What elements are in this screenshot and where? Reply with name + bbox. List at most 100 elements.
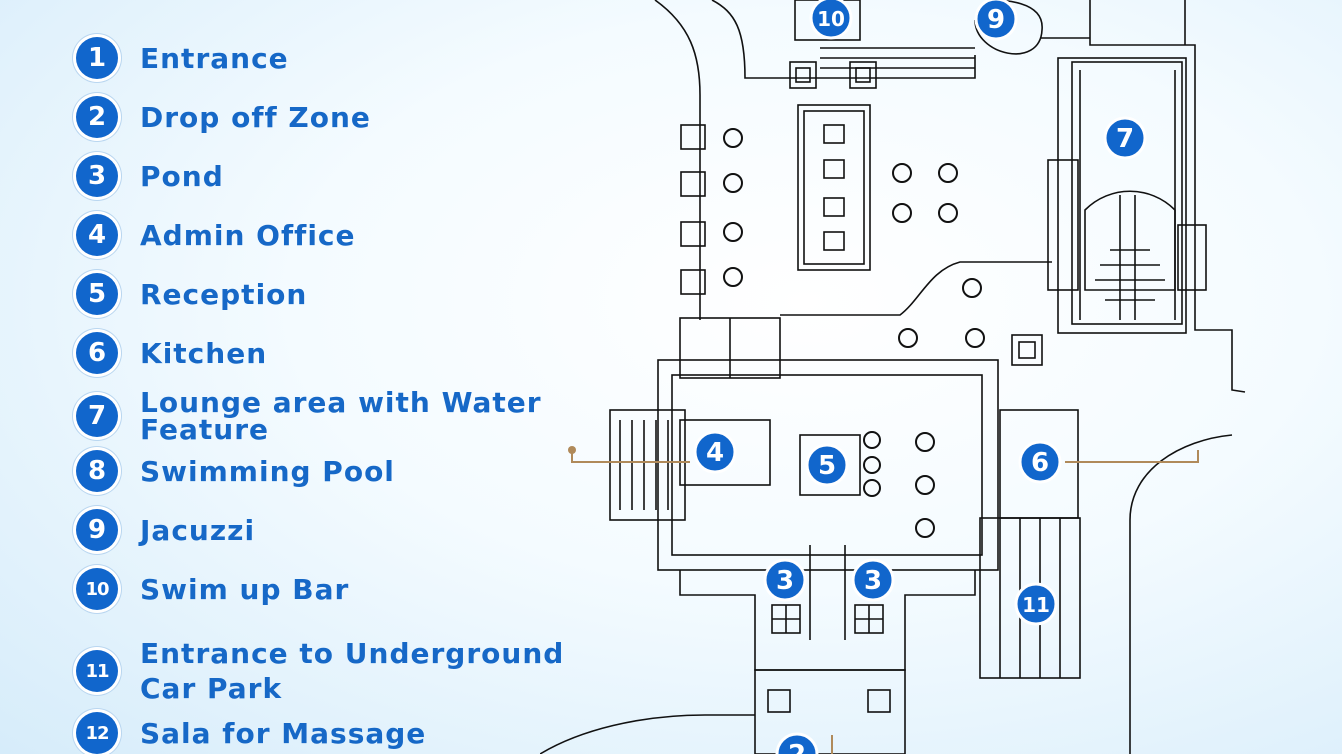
legend-label: Kitchen	[140, 336, 268, 370]
table-seat	[823, 124, 845, 144]
legend-item-entrance[interactable]: 1 Entrance	[76, 37, 289, 79]
plan-lines	[809, 545, 846, 640]
main-building	[657, 359, 999, 571]
plan-lines	[772, 605, 883, 633]
table-seat	[823, 231, 845, 251]
plan-outline	[540, 714, 755, 754]
legend-badge: 9	[76, 509, 118, 551]
legend-item-car-park[interactable]: 11 Entrance to Underground Car Park	[76, 636, 600, 706]
legend-badge: 5	[76, 273, 118, 315]
legend-label: Drop off Zone	[140, 100, 371, 134]
marker-pond-left[interactable]: 3	[763, 558, 807, 602]
main-building-inner	[671, 374, 983, 556]
marker-kitchen[interactable]: 6	[1018, 440, 1062, 484]
svg-text:7: 7	[1116, 124, 1134, 154]
drop-off-zone	[754, 669, 906, 754]
admin-office	[679, 419, 771, 486]
legend-badge: 10	[76, 568, 118, 610]
plan-outline	[679, 570, 976, 671]
legend-badge: 11	[76, 650, 118, 692]
plan-block	[855, 67, 871, 83]
svg-text:10: 10	[817, 7, 845, 31]
legend-item-lounge[interactable]: 7 Lounge area with Water Feature	[76, 386, 580, 446]
plan-block	[680, 171, 706, 197]
legend-item-swimming-pool[interactable]: 8 Swimming Pool	[76, 450, 395, 492]
floor-plan: 10 9 7 4 5 6 3 3	[540, 0, 1246, 754]
svg-text:11: 11	[1022, 593, 1050, 617]
plan-block	[1018, 341, 1036, 359]
water-feature-steps	[1095, 249, 1165, 301]
plan-block	[1177, 224, 1207, 291]
legend-badge: 8	[76, 450, 118, 492]
leader-lines	[571, 450, 1199, 754]
legend-item-sala-massage[interactable]: 12 Sala for Massage	[76, 712, 426, 754]
legend-item-pond[interactable]: 3 Pond	[76, 155, 224, 197]
plan-lines	[1079, 70, 1176, 320]
legend-item-admin-office[interactable]: 4 Admin Office	[76, 214, 356, 256]
svg-text:4: 4	[706, 438, 724, 468]
svg-text:3: 3	[776, 566, 794, 596]
marker-reception[interactable]: 5	[805, 443, 849, 487]
legend-badge: 12	[76, 712, 118, 754]
marker-jacuzzi[interactable]: 9	[974, 0, 1018, 41]
svg-text:6: 6	[1031, 448, 1049, 478]
central-table	[797, 104, 871, 271]
plan-block	[849, 61, 877, 89]
marker-lounge[interactable]: 7	[1103, 116, 1147, 160]
plan-outline	[1129, 434, 1233, 754]
plan-outline	[711, 0, 976, 79]
marker-car-park[interactable]: 11	[1014, 582, 1058, 626]
plan-lines	[820, 47, 975, 69]
legend-badge: 7	[76, 395, 118, 437]
marker-swim-up-bar[interactable]: 10	[809, 0, 853, 40]
plan-block	[680, 269, 706, 295]
jacuzzi-outline	[974, 0, 1043, 55]
legend-label: Swim up Bar	[140, 572, 350, 606]
legend-badge: 2	[76, 96, 118, 138]
svg-text:2: 2	[788, 740, 806, 754]
marker-drop-off[interactable]: 2	[775, 732, 819, 754]
svg-text:3: 3	[864, 566, 882, 596]
legend-label: Admin Office	[140, 218, 356, 252]
legend-item-reception[interactable]: 5 Reception	[76, 273, 307, 315]
legend-item-kitchen[interactable]: 6 Kitchen	[76, 332, 267, 374]
plan-block	[789, 61, 817, 89]
legend-panel: 1 Entrance 2 Drop off Zone 3 Pond 4 Admi…	[0, 0, 600, 754]
legend-badge: 4	[76, 214, 118, 256]
leader-dot	[568, 446, 576, 454]
plan-block	[767, 689, 791, 713]
entrance-steps-lines	[619, 420, 669, 510]
legend-label: Pond	[140, 159, 224, 193]
plan-outline	[654, 0, 701, 320]
plan-block	[680, 124, 706, 150]
legend-label: Jacuzzi	[140, 513, 256, 547]
legend-item-swim-up-bar[interactable]: 10 Swim up Bar	[76, 568, 349, 610]
lounge-inner	[1071, 61, 1183, 325]
legend-badge: 6	[76, 332, 118, 374]
dining-tables	[723, 128, 985, 538]
marker-admin-office[interactable]: 4	[693, 430, 737, 474]
plan-block	[867, 689, 891, 713]
entrance-steps	[609, 409, 686, 521]
legend-item-jacuzzi[interactable]: 9 Jacuzzi	[76, 509, 255, 551]
plan-outline	[1089, 0, 1246, 393]
lounge-area	[1057, 57, 1187, 334]
table-seat	[823, 197, 845, 217]
water-feature	[1084, 190, 1176, 291]
legend-label: Lounge area with Water Feature	[140, 386, 542, 446]
legend-item-drop-off-zone[interactable]: 2 Drop off Zone	[76, 96, 371, 138]
central-table-inner	[803, 110, 865, 265]
plan-block	[680, 221, 706, 247]
legend-badge: 1	[76, 37, 118, 79]
legend-label: Swimming Pool	[140, 454, 395, 488]
legend-label: Entrance	[140, 41, 289, 75]
plan-block	[1011, 334, 1043, 366]
marker-pond-right[interactable]: 3	[851, 558, 895, 602]
legend-label: Reception	[140, 277, 308, 311]
legend-label: Entrance to Underground Car Park	[140, 637, 565, 705]
plan-lines	[1119, 195, 1136, 320]
svg-text:5: 5	[818, 451, 836, 481]
table-seat	[823, 159, 845, 179]
svg-text:9: 9	[987, 5, 1005, 35]
plan-block	[1047, 159, 1079, 291]
